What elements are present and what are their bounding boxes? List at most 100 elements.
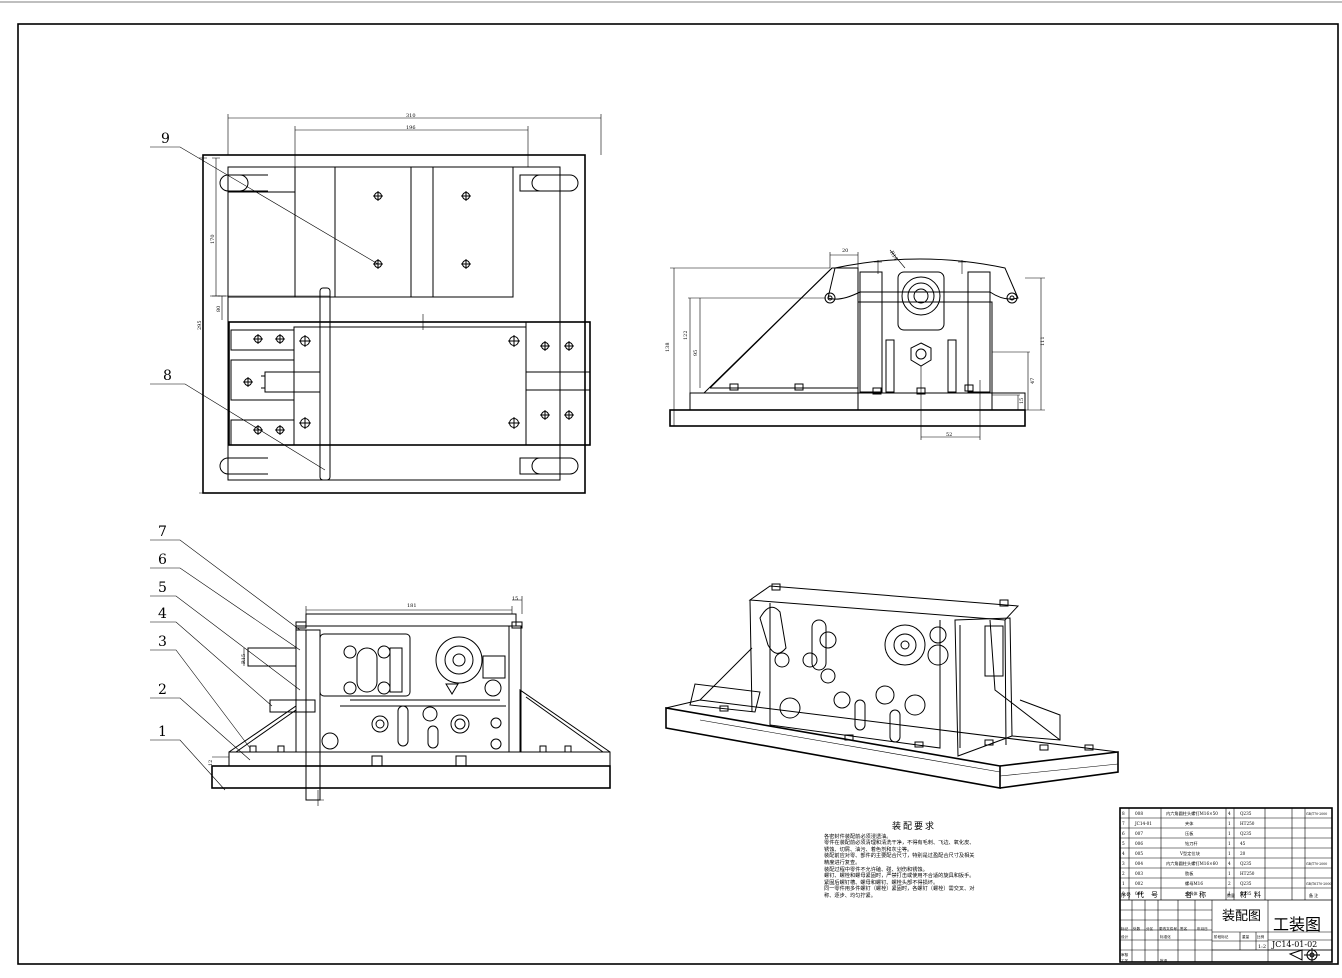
requirement-line: 装配前应对零、部件的主要配合尺寸，特别是过盈配合尺寸及相关 (824, 853, 975, 860)
requirement-line: 装配过程中零件不允许磕、碰、划伤和锈蚀。 (824, 866, 928, 873)
dim-front-side: R15 (241, 654, 247, 664)
bom-row-4-code: 005 (1135, 851, 1143, 856)
bom-row-6-code: 003 (1135, 871, 1143, 876)
side-view: 20 R14 138 122 95 111 47 15 52 (665, 248, 1046, 440)
bom-head-no: 序号 (1121, 892, 1131, 899)
bom-table: 8 008 内六角圆柱头螺钉M16×50 4 Q235 GB/T70-2000 … (1119, 807, 1333, 963)
balloon-5: 5 (158, 580, 167, 596)
label-approve: 批准 (1160, 958, 1168, 963)
bom-row-6-qty: 1 (1228, 871, 1231, 876)
bom-row-0-qty: 4 (1228, 811, 1231, 816)
bom-head-name: 名 称 (1185, 890, 1206, 899)
dim-side-h4: 111 (1040, 336, 1046, 346)
label-sign: 签名 (1180, 926, 1188, 931)
bom-row-0-no: 8 (1122, 811, 1125, 816)
label-zone: 分区 (1146, 926, 1154, 931)
bom-row-4-qty: 1 (1228, 851, 1231, 856)
balloon-3: 3 (158, 634, 167, 650)
bom-row-8-qty: 1 (1228, 891, 1231, 896)
requirements-title: 装配要求 (891, 822, 936, 832)
balloon-7: 7 (158, 524, 167, 540)
bom-row-5-no: 3 (1122, 861, 1125, 866)
requirement-line: 紧固后螺钉槽、螺母和螺钉、螺栓头部不得损坏。 (824, 879, 939, 886)
bom-row-2-mat: Q235 (1240, 831, 1252, 836)
bom-row-0-mat: Q235 (1240, 811, 1252, 816)
bom-row-1-no: 7 (1122, 821, 1125, 826)
dim-front-right: 15 (512, 596, 518, 602)
requirement-line: 零件在装配前必须清理和清洗干净，不得有毛刺、飞边、氧化皮、 (824, 840, 975, 847)
bom-row-5-name: 内六角圆柱头螺钉M16×60 (1166, 860, 1218, 867)
bom-row-4-no: 4 (1122, 851, 1125, 856)
bom-row-8-name: 夹具体 (1185, 890, 1198, 897)
label-change-doc: 更改文件号 (1159, 926, 1177, 931)
company-name: 工装图 (1273, 915, 1321, 934)
dim-side-top: 20 (842, 248, 848, 254)
requirement-line: 精度进行复查。 (824, 859, 861, 866)
dim-side-h3: 95 (693, 350, 699, 356)
label-stage: 阶段标记 (1214, 934, 1229, 939)
bom-row-3-name: 钻刀杆 (1185, 840, 1198, 847)
bom-row-3-no: 5 (1122, 841, 1125, 846)
bom-row-3-mat: 45 (1240, 841, 1246, 846)
balloon-4: 4 (158, 606, 167, 622)
bom-row-3-code: 006 (1135, 841, 1143, 846)
dim-top-h1: 170 (210, 234, 216, 244)
bom-row-2-name: 压板 (1185, 830, 1194, 837)
bom-row-5-mat: Q235 (1240, 861, 1252, 866)
bom-row-0-code: 008 (1135, 811, 1143, 816)
label-scale: 比例 (1257, 934, 1265, 939)
bom-row-5-note: GB/T70-2000 (1306, 862, 1327, 866)
bom-row-5-qty: 4 (1228, 861, 1231, 866)
label-process: 工艺 (1121, 958, 1129, 963)
bom-head-qty: 数量 (1227, 892, 1235, 898)
bom-row-0-note: GB/T70-2000 (1306, 812, 1327, 816)
bom-row-1-name: 夹体 (1185, 820, 1194, 827)
isometric-view (665, 583, 1119, 789)
label-design: 设计 (1121, 934, 1129, 939)
label-date: 年月日 (1197, 926, 1208, 931)
balloon-6: 6 (158, 552, 167, 568)
requirement-line: 称、逐步、均匀拧紧。 (824, 892, 876, 899)
dim-front-width: 181 (407, 603, 417, 609)
bom-row-7-qty: 2 (1228, 881, 1231, 886)
drawing-frame (17, 23, 1339, 965)
bom-head-mat: 材 料 (1240, 890, 1261, 899)
dim-top-inner: 196 (406, 125, 416, 131)
bom-row-2-no: 6 (1122, 831, 1125, 836)
bom-row-1-code: JC14-01 (1134, 821, 1152, 826)
balloon-1: 1 (158, 724, 167, 740)
bom-row-8-no: 0 (1122, 891, 1125, 896)
bom-head-note: 备 注 (1309, 892, 1318, 898)
label-review: 审核 (1121, 952, 1129, 957)
drawing-number: JC14-01-02 (1271, 940, 1317, 949)
bom-row-2-code: 007 (1135, 831, 1143, 836)
dim-top-h3: 80 (216, 306, 222, 312)
bom-row-5-code: 004 (1135, 861, 1143, 866)
bom-row-7-code: 002 (1135, 881, 1143, 886)
dim-side-radius: R14 (888, 250, 898, 262)
dim-side-h1: 138 (665, 342, 671, 352)
dim-side-h5: 47 (1030, 378, 1036, 384)
bom-row-7-note: GB/T6170-2000 (1306, 882, 1331, 886)
bom-row-0-name: 内六角圆柱头螺钉M16×50 (1166, 810, 1218, 817)
label-weight: 重量 (1242, 934, 1250, 939)
dim-front-bottom: 12 (208, 760, 214, 766)
bom-row-8-mat: Q235 (1240, 891, 1252, 896)
bom-row-3-qty: 1 (1228, 841, 1231, 846)
balloon-8: 8 (163, 368, 172, 384)
assembly-requirements: 装配要求 各密封件装配前必须浸透油。 零件在装配前必须清理和清洗干净，不得有毛刺… (824, 822, 1004, 900)
front-view: 181 15 R15 12 (150, 539, 611, 806)
dim-top-h2: 295 (197, 320, 203, 330)
requirement-line: 锈蚀、切屑、油污、着色剂和灰尘等。 (824, 846, 913, 853)
projection-symbol-icon (1288, 948, 1320, 962)
requirement-line: 同一零件用多件螺钉（螺栓）紧固时，各螺钉（螺栓）需交叉、对 (824, 886, 975, 893)
drawing-scale: 1:2 (1258, 944, 1266, 950)
requirement-line: 各密封件装配前必须浸透油。 (824, 833, 892, 840)
bom-row-1-mat: HT250 (1240, 821, 1255, 826)
bom-row-8-code: 001 (1135, 891, 1143, 896)
bom-row-6-mat: HT250 (1240, 871, 1255, 876)
label-standard: 标准化 (1160, 934, 1171, 939)
drawing-title: 装配图 (1222, 909, 1261, 924)
label-count: 处数 (1133, 926, 1141, 931)
